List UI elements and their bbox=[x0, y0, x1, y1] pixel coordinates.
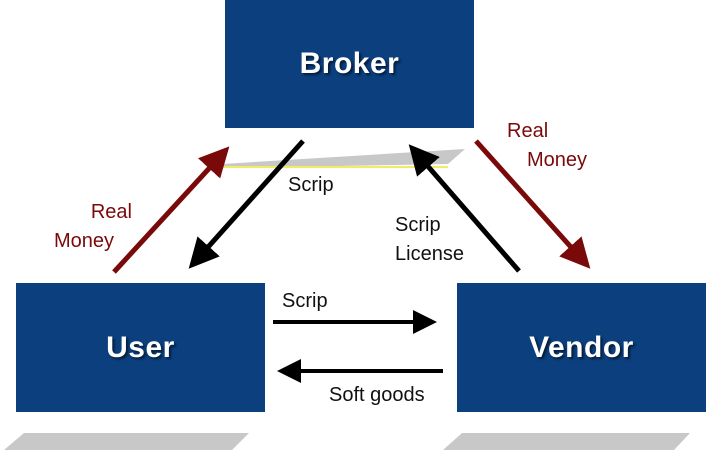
user-node: User bbox=[16, 283, 265, 412]
broker-to-vendor-label-line1: Real bbox=[507, 120, 549, 142]
user-to-broker-label: Real Money bbox=[30, 198, 132, 256]
vendor-to-broker-label-line2: License bbox=[395, 243, 464, 265]
user-to-vendor-label: Scrip bbox=[282, 290, 328, 312]
broker-to-vendor-label: Real Money bbox=[507, 117, 587, 175]
vendor-label: Vendor bbox=[529, 330, 634, 364]
arrow-vendor-to-broker-license bbox=[408, 144, 521, 273]
vendor-floor-shadow bbox=[443, 433, 690, 450]
vendor-node: Vendor bbox=[457, 283, 706, 412]
vendor-to-broker-label: Scrip License bbox=[395, 211, 464, 269]
user-floor-shadow bbox=[4, 433, 249, 450]
vendor-to-user-label: Soft goods bbox=[329, 384, 425, 406]
arrow-broker-to-user-scrip bbox=[188, 139, 305, 269]
broker-label: Broker bbox=[299, 47, 400, 80]
arrow-user-to-broker-money bbox=[112, 146, 230, 274]
broker-node: Broker bbox=[225, 0, 474, 128]
user-label: User bbox=[106, 330, 175, 364]
user-to-broker-label-line1: Real bbox=[90, 201, 132, 223]
broker-to-user-label: Scrip bbox=[288, 174, 334, 196]
user-to-broker-label-line2: Money bbox=[53, 230, 114, 252]
vendor-to-broker-label-line1: Scrip bbox=[395, 214, 441, 236]
arrow-broker-to-vendor-money bbox=[474, 139, 591, 269]
broker-to-vendor-label-line2: Money bbox=[527, 149, 588, 171]
